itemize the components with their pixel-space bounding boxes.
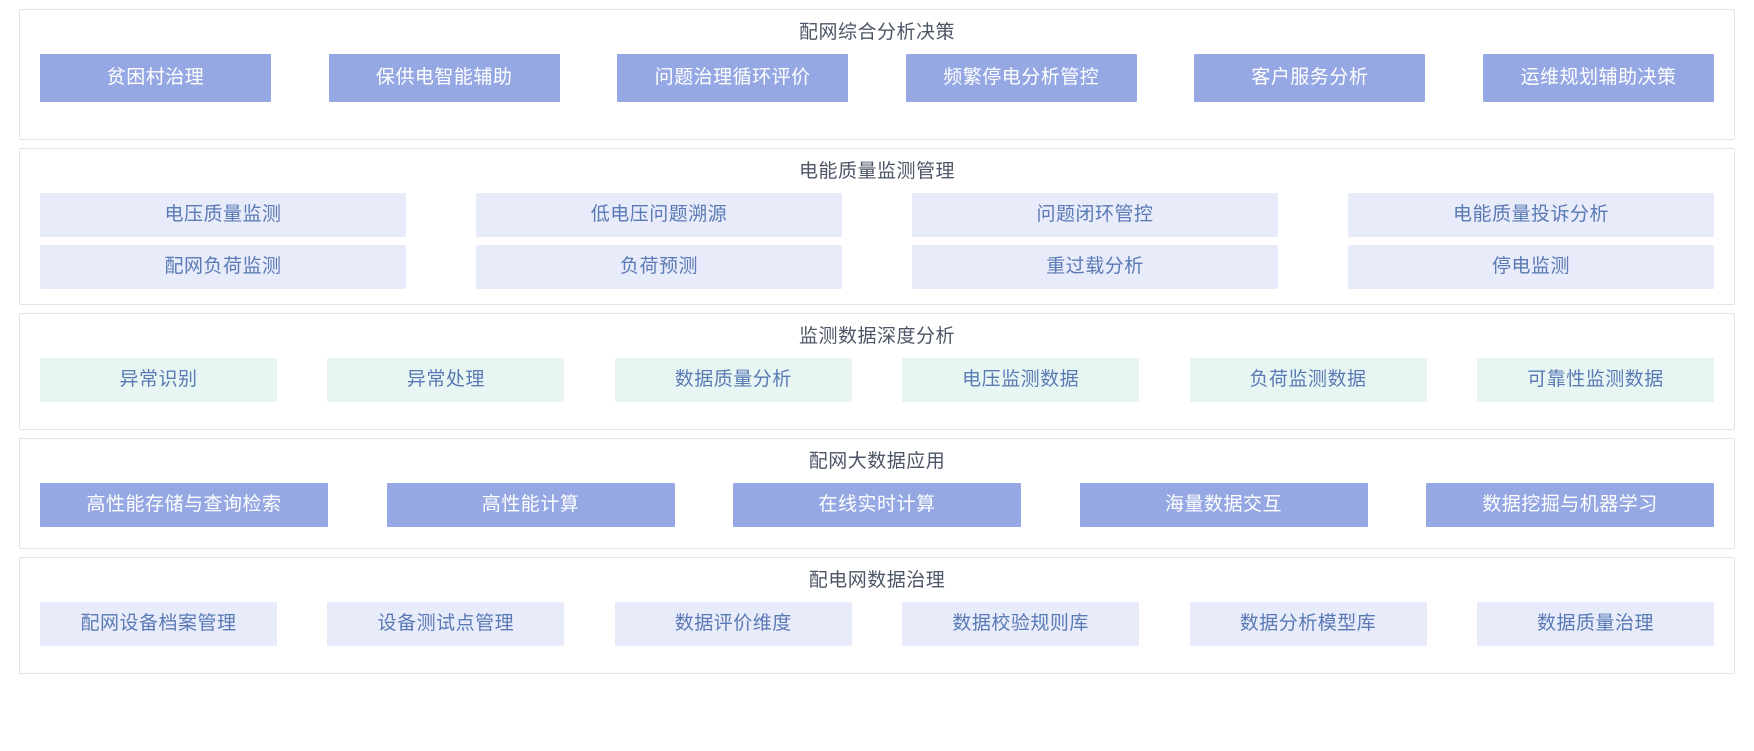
module-button[interactable]: 频繁停电分析管控: [905, 54, 1137, 102]
module-button[interactable]: 问题闭环管控: [912, 193, 1278, 237]
module-button[interactable]: 可靠性监测数据: [1476, 358, 1714, 402]
module-button[interactable]: 数据质量分析: [614, 358, 852, 402]
module-button[interactable]: 海量数据交互: [1079, 483, 1368, 527]
module-button[interactable]: 异常识别: [40, 358, 277, 402]
button-row: 电压质量监测 低电压问题溯源 问题闭环管控 电能质量投诉分析: [40, 193, 1714, 237]
module-button[interactable]: 负荷监测数据: [1189, 358, 1427, 402]
section-title: 电能质量监测管理: [798, 161, 955, 182]
module-button[interactable]: 高性能存储与查询检索: [40, 483, 328, 527]
module-button[interactable]: 运维规划辅助决策: [1482, 54, 1714, 102]
module-button[interactable]: 电能质量投诉分析: [1348, 193, 1714, 237]
section-power-quality-monitoring-management: 电能质量监测管理 电压质量监测 低电压问题溯源 问题闭环管控 电能质量投诉分析 …: [19, 148, 1735, 305]
module-button[interactable]: 数据校验规则库: [902, 602, 1140, 646]
button-row: 配网负荷监测 负荷预测 重过载分析 停电监测: [40, 245, 1714, 289]
section-title: 监测数据深度分析: [798, 326, 955, 347]
module-button[interactable]: 设备测试点管理: [327, 602, 565, 646]
module-button[interactable]: 数据质量治理: [1476, 602, 1714, 646]
button-row: 异常识别 异常处理 数据质量分析 电压监测数据 负荷监测数据 可靠性监测数据: [40, 358, 1714, 402]
module-button[interactable]: 低电压问题溯源: [476, 193, 842, 237]
module-button[interactable]: 数据分析模型库: [1189, 602, 1427, 646]
section-monitoring-data-deep-analysis: 监测数据深度分析 异常识别 异常处理 数据质量分析 电压监测数据 负荷监测数据 …: [19, 313, 1735, 430]
section-title: 配电网数据治理: [808, 570, 946, 591]
module-button[interactable]: 贫困村治理: [40, 54, 271, 102]
module-button[interactable]: 高性能计算: [386, 483, 675, 527]
module-button[interactable]: 客户服务分析: [1194, 54, 1426, 102]
module-button[interactable]: 数据挖掘与机器学习: [1426, 483, 1714, 527]
module-button[interactable]: 数据评价维度: [614, 602, 852, 646]
module-button[interactable]: 保供电智能辅助: [328, 54, 560, 102]
section-title: 配网大数据应用: [808, 451, 946, 472]
section-distribution-network-big-data-application: 配网大数据应用 高性能存储与查询检索 高性能计算 在线实时计算 海量数据交互 数…: [19, 438, 1735, 549]
module-button[interactable]: 异常处理: [327, 358, 565, 402]
button-row: 贫困村治理 保供电智能辅助 问题治理循环评价 频繁停电分析管控 客户服务分析 运…: [40, 54, 1714, 102]
module-button[interactable]: 电压质量监测: [40, 193, 406, 237]
module-button[interactable]: 停电监测: [1348, 245, 1714, 289]
section-distribution-network-data-governance: 配电网数据治理 配网设备档案管理 设备测试点管理 数据评价维度 数据校验规则库 …: [19, 557, 1735, 674]
module-button[interactable]: 问题治理循环评价: [617, 54, 849, 102]
section-title: 配网综合分析决策: [798, 22, 955, 43]
module-button[interactable]: 配网负荷监测: [40, 245, 406, 289]
button-row: 配网设备档案管理 设备测试点管理 数据评价维度 数据校验规则库 数据分析模型库 …: [40, 602, 1714, 646]
module-button[interactable]: 重过载分析: [912, 245, 1278, 289]
module-button[interactable]: 配网设备档案管理: [40, 602, 277, 646]
section-comprehensive-analysis-decision: 配网综合分析决策 贫困村治理 保供电智能辅助 问题治理循环评价 频繁停电分析管控…: [19, 9, 1735, 140]
module-button[interactable]: 在线实时计算: [733, 483, 1021, 527]
button-row: 高性能存储与查询检索 高性能计算 在线实时计算 海量数据交互 数据挖掘与机器学习: [40, 483, 1714, 527]
module-button[interactable]: 电压监测数据: [902, 358, 1140, 402]
module-button[interactable]: 负荷预测: [476, 245, 842, 289]
